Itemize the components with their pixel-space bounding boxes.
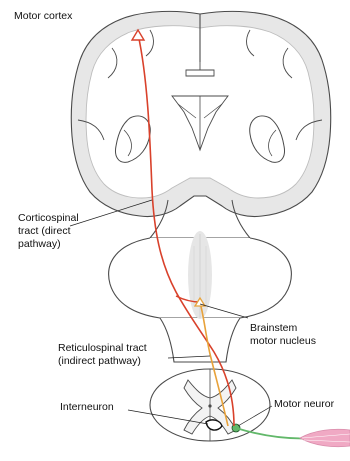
label-reticulospinal-line2: (indirect pathway) [58,355,141,367]
label-interneuron: Interneuron [60,401,114,413]
label-motor-cortex: Motor cortex [14,10,72,22]
label-corticospinal-line1: Corticospinal [18,212,79,224]
label-corticospinal-line3: pathway) [18,238,61,250]
label-brainstem-line2: motor nucleus [250,335,316,347]
corpus-callosum [186,70,214,76]
label-reticulospinal-line1: Reticulospinal tract [58,342,147,354]
label-brainstem-line1: Brainstem [250,322,297,334]
medulla-outline [160,318,240,362]
label-corticospinal-line2: tract (direct [18,225,71,237]
spinal-cord-section [150,369,270,441]
muscle-fiber [300,429,350,446]
central-canal [208,404,211,407]
label-motor-neuron: Motor neuror [274,398,334,410]
